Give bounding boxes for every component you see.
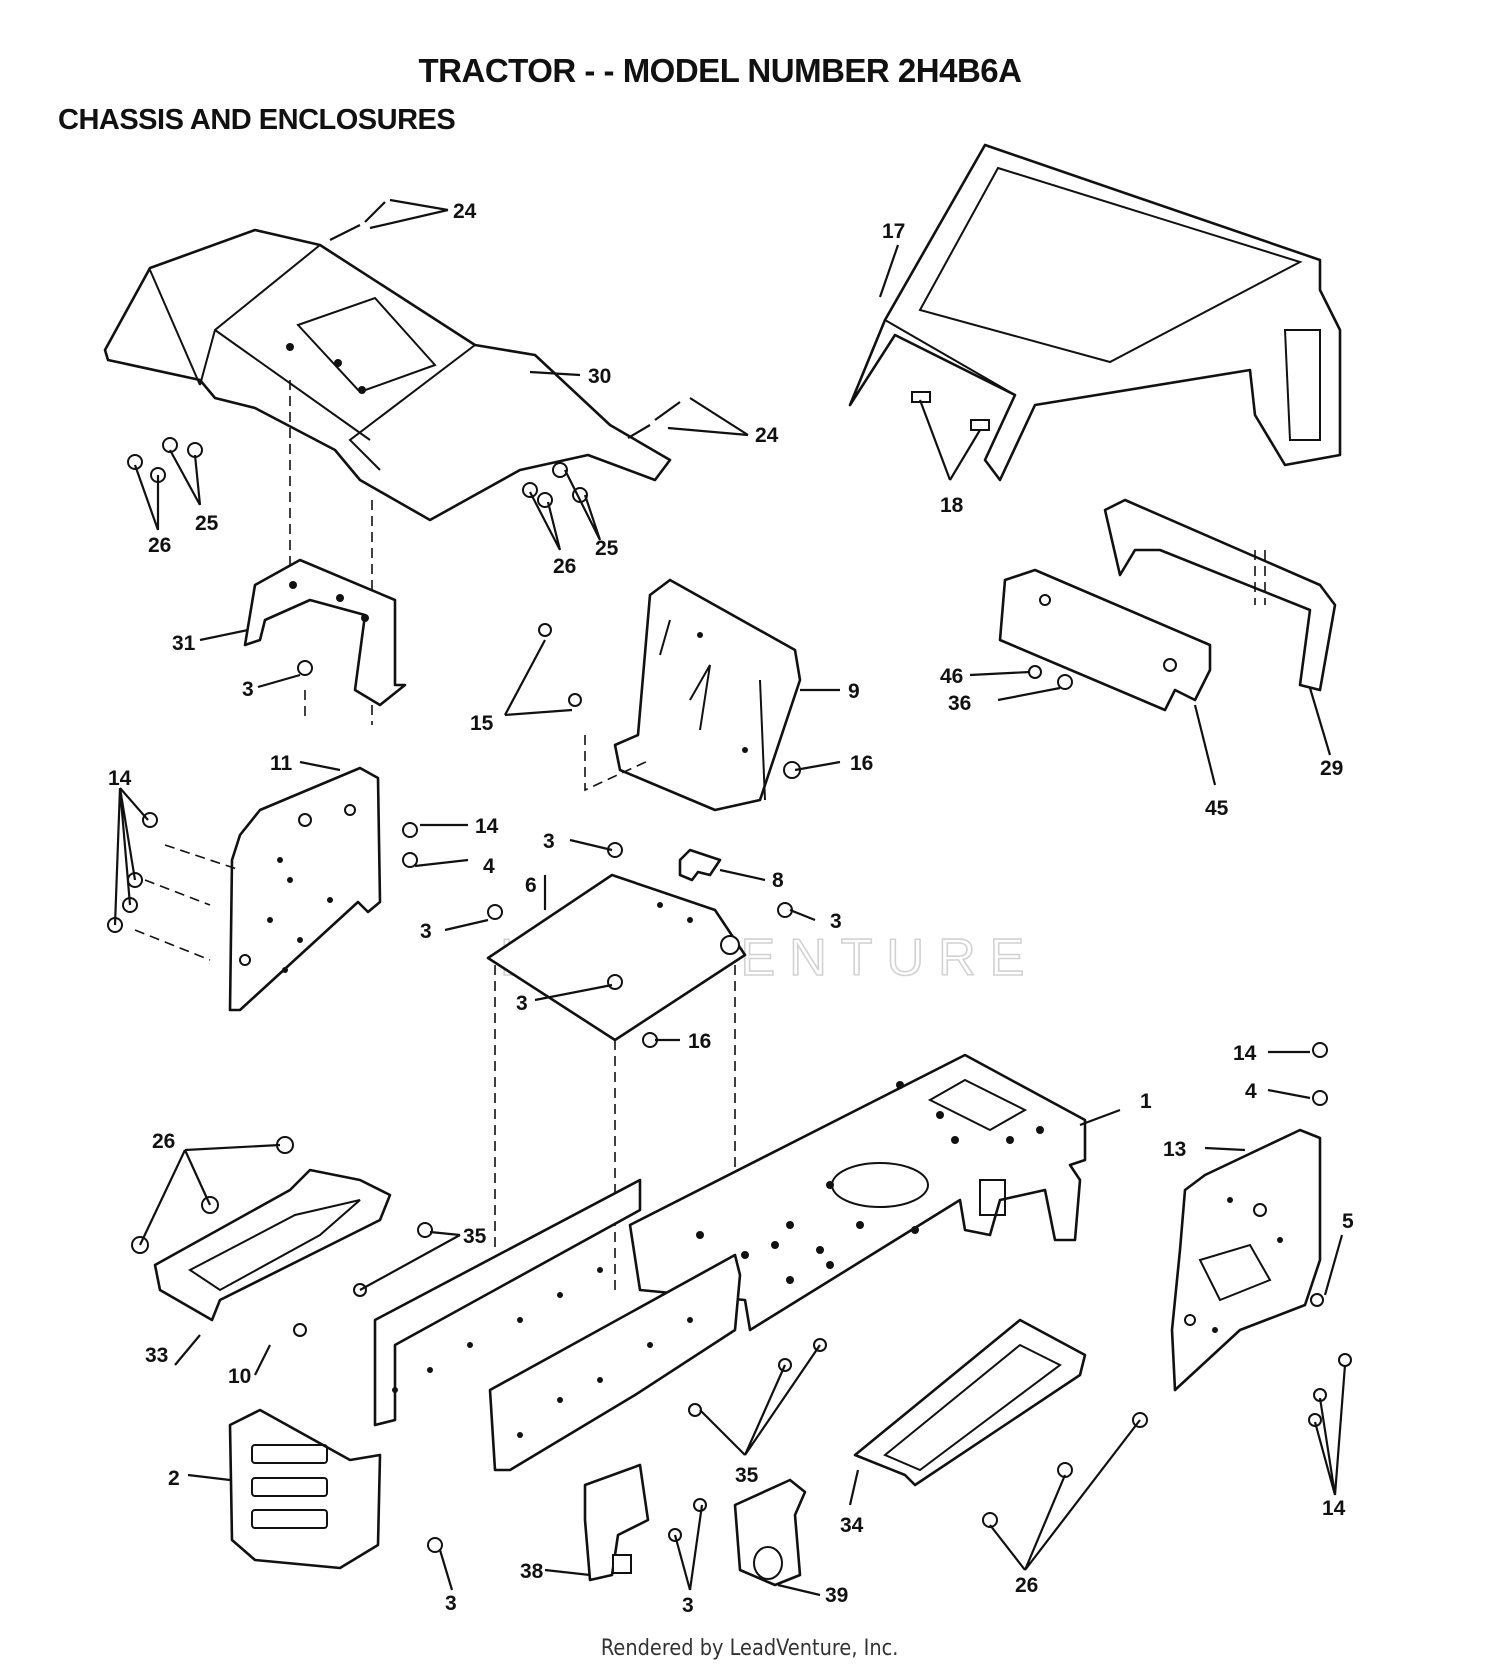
callout-29: 29: [1320, 757, 1343, 780]
page-title: TRACTOR - - MODEL NUMBER 2H4B6A: [418, 52, 1022, 89]
callout-38: 38: [520, 1560, 544, 1583]
callout-35: 35: [735, 1464, 759, 1487]
callout-leaders: [113, 198, 1347, 1597]
callout-14: 14: [1233, 1042, 1257, 1065]
right-side-panel-part: [1170, 1128, 1322, 1392]
callout-16: 16: [850, 752, 873, 775]
callout-26: 26: [152, 1130, 175, 1153]
callout-1: 1: [1140, 1090, 1152, 1113]
callout-24: 24: [755, 424, 779, 447]
callout-3: 3: [830, 910, 842, 933]
callout-17: 17: [882, 220, 905, 243]
support-bracket-part: [998, 568, 1212, 712]
callout-3: 3: [516, 992, 528, 1015]
callout-6: 6: [525, 874, 537, 897]
callout-25: 25: [595, 537, 619, 560]
callout-3: 3: [242, 678, 254, 701]
callout-4: 4: [1245, 1080, 1257, 1103]
callout-5: 5: [1342, 1210, 1354, 1233]
right-footrest-part: [853, 1318, 1087, 1487]
rear-panel-part: [1103, 498, 1337, 692]
callout-4: 4: [483, 855, 495, 878]
floor-plate-part: [486, 873, 747, 1290]
seat-bracket-part: [243, 558, 407, 725]
section-title: CHASSIS AND ENCLOSURES: [58, 104, 456, 136]
callout-46: 46: [940, 665, 963, 688]
callout-45: 45: [1205, 797, 1229, 820]
hardware-fasteners: [107, 201, 1352, 1553]
frame-rail-left-part: [373, 1178, 642, 1427]
left-side-panel-part: [134, 766, 382, 1012]
callout-3: 3: [445, 1592, 457, 1615]
frame-rail-right-part: [488, 1253, 742, 1472]
cable-clip-part: [678, 848, 722, 882]
callout-24: 24: [453, 200, 477, 223]
hood-part: [848, 143, 1342, 482]
callout-14: 14: [475, 815, 499, 838]
callout-3: 3: [543, 830, 555, 853]
callout-14: 14: [108, 767, 132, 790]
callout-30: 30: [588, 365, 611, 388]
callout-16: 16: [688, 1030, 711, 1053]
callout-13: 13: [1163, 1138, 1186, 1161]
callout-3: 3: [682, 1594, 694, 1617]
callout-15: 15: [470, 712, 494, 735]
callout-10: 10: [228, 1365, 251, 1388]
footer-credit: Rendered by LeadVenture, Inc.: [600, 1636, 899, 1661]
callout-39: 39: [825, 1584, 848, 1607]
callout-26: 26: [1015, 1574, 1038, 1597]
callout-8: 8: [772, 869, 784, 892]
callout-33: 33: [145, 1344, 168, 1367]
callout-26: 26: [553, 555, 576, 578]
callout-3: 3: [420, 920, 432, 943]
left-bracket-part: [583, 1463, 650, 1582]
callout-14: 14: [1322, 1497, 1346, 1520]
left-footrest-part: [153, 1168, 392, 1322]
callout-18: 18: [940, 494, 964, 517]
callout-numbers: 24 24 30 25 26 25 26 17 18 31 3 15 9 16 …: [108, 200, 1354, 1617]
front-plate-part: [228, 1408, 382, 1570]
rear-fender-part: [103, 228, 672, 600]
callout-36: 36: [948, 692, 971, 715]
dash-panel-part: [584, 578, 802, 812]
callout-35: 35: [463, 1225, 487, 1248]
callout-26: 26: [148, 534, 171, 557]
callout-34: 34: [840, 1514, 864, 1537]
callout-31: 31: [172, 632, 196, 655]
callout-11: 11: [270, 752, 293, 775]
callout-9: 9: [848, 680, 860, 703]
right-bracket-part: [733, 1478, 807, 1587]
main-frame-part: [628, 1053, 1087, 1332]
callout-25: 25: [195, 512, 219, 535]
callout-2: 2: [168, 1467, 180, 1490]
